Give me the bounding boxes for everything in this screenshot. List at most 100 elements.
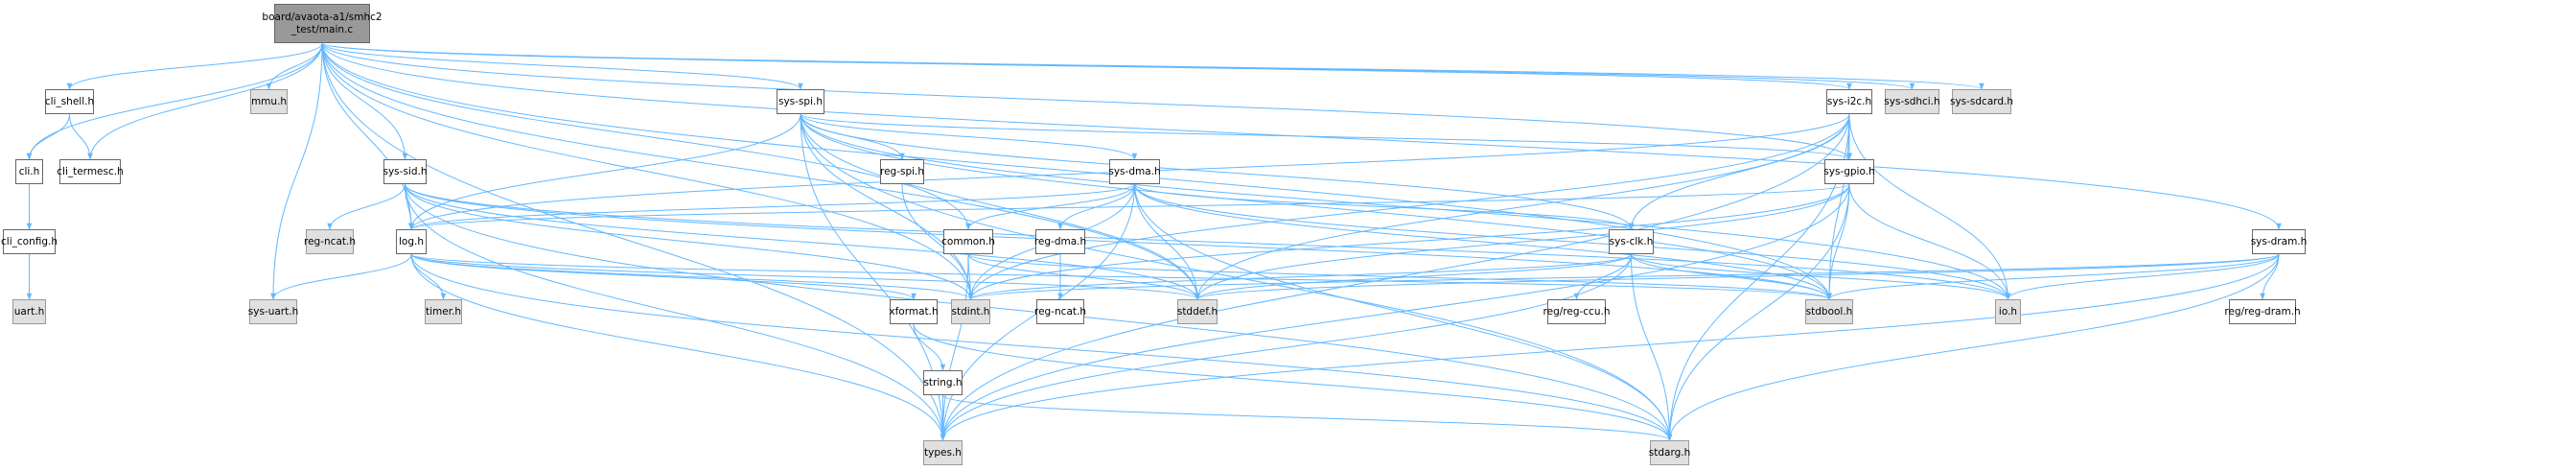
edge-sys-dma-to-log bbox=[408, 183, 1135, 230]
edge-string-to-stdarg bbox=[942, 394, 1673, 441]
edge-log-to-xformat bbox=[410, 253, 917, 300]
edge-sys-i2c-to-stddef bbox=[1195, 113, 1850, 300]
node-sys-clk[interactable]: sys-clk.h bbox=[1609, 229, 1654, 254]
edge-log-to-stddef bbox=[410, 253, 1200, 300]
node-stdbool[interactable]: stdbool.h bbox=[1805, 299, 1853, 324]
node-io[interactable]: io.h bbox=[1995, 299, 2021, 324]
edge-common-to-types bbox=[940, 253, 969, 441]
edge-main-to-stdbool bbox=[321, 42, 1832, 300]
edge-sys-dram-to-types bbox=[940, 253, 2280, 441]
edge-log-to-stdint bbox=[410, 253, 974, 300]
edge-sys-i2c-to-types bbox=[940, 113, 1850, 441]
node-mmu[interactable]: mmu.h bbox=[250, 89, 288, 114]
node-reg-ccu[interactable]: reg/reg-ccu.h bbox=[1543, 299, 1610, 324]
edge-sys-dram-to-stdint bbox=[968, 253, 2280, 300]
edge-main-to-mmu bbox=[266, 42, 323, 90]
edge-sys-dma-to-sys-clk bbox=[1134, 183, 1635, 230]
edge-main-to-cli-shell bbox=[66, 42, 323, 90]
edge-cli-shell-to-cli bbox=[26, 113, 70, 160]
edge-sys-gpio-to-log bbox=[408, 183, 1850, 230]
node-sys-spi[interactable]: sys-spi.h bbox=[777, 89, 824, 114]
node-reg-ncat-ext[interactable]: reg-ncat.h bbox=[304, 229, 356, 254]
edge-main-to-cli bbox=[26, 42, 323, 160]
edge-log-to-types bbox=[410, 253, 946, 441]
edge-main-to-log bbox=[321, 42, 414, 230]
edge-main-to-sys-sid bbox=[321, 42, 408, 160]
node-main[interactable]: board/avaota-a1/smhc2 _test/main.c bbox=[262, 4, 383, 43]
edge-sys-spi-to-sys-dma bbox=[800, 113, 1138, 160]
edge-sys-sid-to-reg-ncat-ext bbox=[327, 183, 406, 230]
edge-sys-i2c-to-io bbox=[1848, 113, 2011, 300]
edge-sys-spi-to-sys-clk bbox=[800, 113, 1635, 230]
edge-main-to-sys-gpio bbox=[321, 42, 1852, 160]
node-sys-sid[interactable]: sys-sid.h bbox=[383, 159, 428, 184]
edge-sys-dram-to-stdarg bbox=[1666, 253, 2280, 441]
edge-sys-gpio-to-types bbox=[940, 183, 1850, 441]
edge-sys-clk-to-io bbox=[1631, 253, 2011, 300]
edge-sys-spi-to-stdbool bbox=[800, 113, 1832, 300]
node-sys-sdcard[interactable]: sys-sdcard.h bbox=[1950, 89, 2013, 114]
edge-sys-i2c-to-sys-clk bbox=[1628, 113, 1850, 230]
edge-cli-shell-to-cli-termesc bbox=[69, 113, 93, 160]
edge-xformat-to-string bbox=[913, 323, 946, 371]
edge-sys-clk-to-stdint bbox=[967, 253, 1632, 300]
node-string[interactable]: string.h bbox=[923, 370, 963, 395]
edge-xformat-to-stdarg bbox=[913, 323, 1673, 441]
node-stdarg[interactable]: stdarg.h bbox=[1649, 440, 1690, 465]
node-reg-dma[interactable]: reg-dma.h bbox=[1034, 229, 1086, 254]
node-reg-ncat[interactable]: reg-ncat.h bbox=[1034, 299, 1086, 324]
edge-main-to-cli-termesc bbox=[87, 42, 323, 160]
edge-sys-clk-to-stddef bbox=[1195, 253, 1632, 300]
edge-sys-sid-to-stdint bbox=[405, 183, 974, 300]
edge-sys-spi-to-stddef bbox=[800, 113, 1200, 300]
node-log[interactable]: log.h bbox=[396, 229, 427, 254]
node-xformat[interactable]: xformat.h bbox=[889, 299, 939, 324]
node-sys-dma[interactable]: sys-dma.h bbox=[1108, 159, 1161, 184]
edge-sys-spi-to-io bbox=[800, 113, 2011, 300]
edge-sys-dram-to-stddef bbox=[1195, 253, 2280, 300]
edge-main-to-stddef bbox=[321, 42, 1200, 300]
edge-log-to-sys-uart bbox=[270, 253, 412, 300]
node-timer[interactable]: timer.h bbox=[425, 299, 462, 324]
edge-main-to-types bbox=[321, 42, 946, 441]
node-sys-i2c[interactable]: sys-i2c.h bbox=[1826, 89, 1872, 114]
node-cli[interactable]: cli.h bbox=[15, 159, 43, 184]
edge-sys-dma-to-stddef bbox=[1134, 183, 1200, 300]
edge-common-to-stddef bbox=[967, 253, 1200, 300]
node-cli-config[interactable]: cli_config.h bbox=[1, 229, 58, 254]
edge-main-to-common bbox=[321, 42, 971, 230]
edge-sys-gpio-to-io bbox=[1848, 183, 2011, 300]
edge-sys-gpio-to-stddef bbox=[1195, 183, 1850, 300]
node-types[interactable]: types.h bbox=[923, 440, 963, 465]
edge-sys-i2c-to-stdint bbox=[967, 113, 1850, 300]
node-common[interactable]: common.h bbox=[941, 229, 995, 254]
node-sys-sdhci[interactable]: sys-sdhci.h bbox=[1884, 89, 1940, 114]
node-sys-gpio[interactable]: sys-gpio.h bbox=[1823, 159, 1875, 184]
node-cli-termesc[interactable]: cli_termesc.h bbox=[57, 159, 124, 184]
node-stddef[interactable]: stddef.h bbox=[1177, 299, 1218, 324]
node-reg-spi[interactable]: reg-spi.h bbox=[880, 159, 924, 184]
edge-sys-clk-to-types bbox=[940, 253, 1632, 441]
edge-sys-sid-to-types bbox=[405, 183, 946, 441]
edge-main-to-sys-sdcard bbox=[321, 42, 1984, 90]
edge-main-to-sys-uart bbox=[270, 42, 323, 300]
edge-sys-clk-to-stdarg bbox=[1631, 253, 1673, 441]
node-reg-dram[interactable]: reg/reg-dram.h bbox=[2224, 299, 2301, 324]
edge-sys-gpio-to-stdint bbox=[967, 183, 1850, 300]
node-uart[interactable]: uart.h bbox=[12, 299, 46, 324]
edge-sys-dma-to-stdbool bbox=[1134, 183, 1832, 300]
edge-sys-dma-to-stdarg bbox=[1134, 183, 1673, 441]
edge-sys-dram-to-stdbool bbox=[1826, 253, 2280, 300]
node-cli-shell[interactable]: cli_shell.h bbox=[45, 89, 94, 114]
edge-sys-dram-to-io bbox=[2005, 253, 2280, 300]
node-stdint[interactable]: stdint.h bbox=[951, 299, 990, 324]
edge-sys-dma-to-common bbox=[965, 183, 1135, 230]
node-sys-uart[interactable]: sys-uart.h bbox=[248, 299, 298, 324]
node-sys-dram[interactable]: sys-dram.h bbox=[2251, 229, 2307, 254]
edge-sys-spi-to-log bbox=[408, 113, 801, 230]
edge-sys-gpio-to-stdarg bbox=[1666, 183, 1850, 441]
edge-main-to-stdint bbox=[321, 42, 974, 300]
edge-main-to-sys-spi bbox=[321, 42, 803, 90]
edge-sys-spi-to-sys-gpio bbox=[800, 113, 1852, 160]
